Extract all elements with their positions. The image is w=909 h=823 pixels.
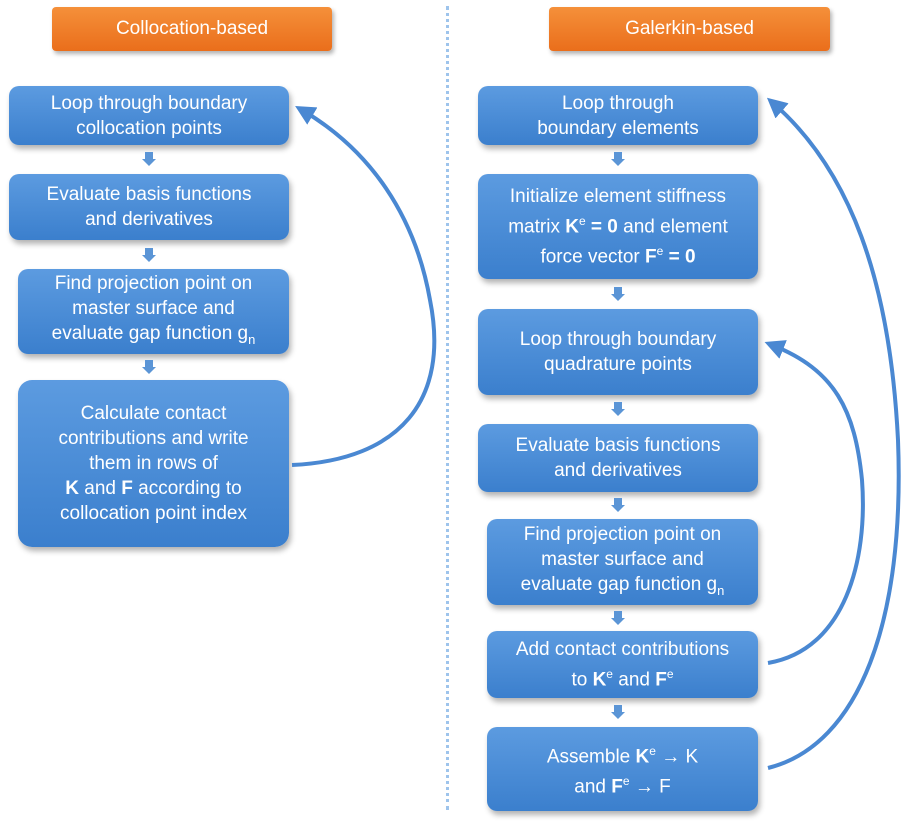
subscript-n: n <box>717 582 725 598</box>
superscript-e: e <box>578 213 586 228</box>
text-line: master surface and <box>541 548 704 570</box>
text-segment: matrix <box>508 216 566 237</box>
text-line: boundary elements <box>537 117 699 139</box>
superscript-e: e <box>622 774 630 788</box>
subscript-n: n <box>248 331 256 347</box>
left-box-find-projection: Find projection point on master surface … <box>18 269 289 354</box>
text-line: collocation point index <box>60 503 247 524</box>
down-arrow-icon <box>611 498 625 512</box>
right-box-loop-elements: Loop through boundary elements <box>478 86 758 145</box>
left-box-calculate-contact: Calculate contact contributions and writ… <box>18 380 289 547</box>
text-line: Loop through boundary <box>50 92 248 114</box>
bold-K: K <box>635 746 650 767</box>
text-line: evaluate gap function gn <box>521 572 725 603</box>
right-box-find-projection: Find projection point on master surface … <box>487 519 758 605</box>
text-line: Evaluate basis functions <box>46 184 252 205</box>
loop-arrow-elements <box>766 97 901 770</box>
superscript-e: e <box>606 666 613 681</box>
down-arrow-icon <box>611 611 625 625</box>
text-segment: and <box>612 669 656 691</box>
down-arrow-icon <box>142 360 156 374</box>
bold-K: K <box>565 216 579 237</box>
bold-K: K <box>65 478 80 499</box>
text-line: Calculate contact <box>80 403 227 424</box>
text-line: quadrature points <box>544 354 692 375</box>
right-box-evaluate-basis: Evaluate basis functions and derivatives <box>478 424 758 492</box>
left-box-loop-collocation: Loop through boundary collocation points <box>9 86 289 145</box>
right-box-initialize: Initialize element stiffness matrix Ke =… <box>478 174 758 279</box>
text-segment: to <box>571 669 593 691</box>
down-arrow-icon <box>611 705 625 719</box>
text-line: evaluate gap function gn <box>52 321 256 352</box>
text-segment: according to <box>132 478 242 499</box>
text-line: Find projection point on <box>54 273 253 295</box>
superscript-e: e <box>666 666 674 681</box>
text-segment: force vector <box>540 246 645 268</box>
text-line: to Ke and Fe <box>516 662 729 692</box>
text-line: and derivatives <box>85 209 213 230</box>
loop-arrow-quadrature <box>764 340 865 665</box>
left-box-evaluate-basis: Evaluate basis functions and derivatives <box>9 174 289 240</box>
text-line: Assemble Ke → K <box>547 739 698 769</box>
text-line: them in rows of <box>89 453 218 474</box>
text-line: Loop through <box>561 92 674 114</box>
text-line: and Fe → F <box>547 769 698 799</box>
column-divider <box>446 6 449 810</box>
right-box-assemble: Assemble Ke → K and Fe → F <box>487 727 758 811</box>
text-line: Initialize element stiffness <box>509 185 727 207</box>
text-segment: and <box>79 478 122 499</box>
text-line: collocation points <box>76 117 222 139</box>
down-arrow-icon <box>611 287 625 301</box>
down-arrow-icon <box>611 152 625 166</box>
bold-F: F <box>121 478 133 499</box>
text-line: K and F according to <box>58 476 248 501</box>
text-segment: and <box>574 776 612 798</box>
bold-equals-zero: = 0 <box>585 216 618 237</box>
loop-arrow-collocation <box>291 105 437 467</box>
text-line: Add contact contributions <box>515 638 730 660</box>
bold-equals-zero: = 0 <box>663 246 696 268</box>
superscript-e: e <box>656 244 664 258</box>
down-arrow-icon <box>611 402 625 416</box>
text-segment: → F <box>629 776 671 798</box>
galerkin-header: Galerkin-based <box>549 7 830 51</box>
right-box-loop-quadrature: Loop through boundary quadrature points <box>478 309 758 395</box>
text-line: force vector Fe = 0 <box>508 239 728 269</box>
bold-F: F <box>655 669 667 691</box>
bold-F: F <box>611 776 623 798</box>
text-line: Evaluate basis functions <box>515 435 721 456</box>
text-line: contributions and write <box>58 428 249 449</box>
text-segment: evaluate gap function g <box>520 573 718 595</box>
text-line: Loop through boundary <box>519 329 717 350</box>
text-line: and derivatives <box>554 460 682 481</box>
text-line: matrix Ke = 0 and element <box>508 209 728 239</box>
right-box-add-contact: Add contact contributions to Ke and Fe <box>487 631 758 698</box>
bold-K: K <box>592 669 607 691</box>
bold-F: F <box>645 246 657 268</box>
text-segment: evaluate gap function g <box>51 323 249 345</box>
down-arrow-icon <box>142 152 156 166</box>
text-segment: → K <box>655 746 699 767</box>
text-segment: Assemble <box>546 746 636 767</box>
collocation-header: Collocation-based <box>52 7 332 51</box>
text-segment: and element <box>617 216 728 237</box>
down-arrow-icon <box>142 248 156 262</box>
superscript-e: e <box>649 743 656 758</box>
text-line: Find projection point on <box>523 523 722 545</box>
text-line: master surface and <box>72 298 235 320</box>
